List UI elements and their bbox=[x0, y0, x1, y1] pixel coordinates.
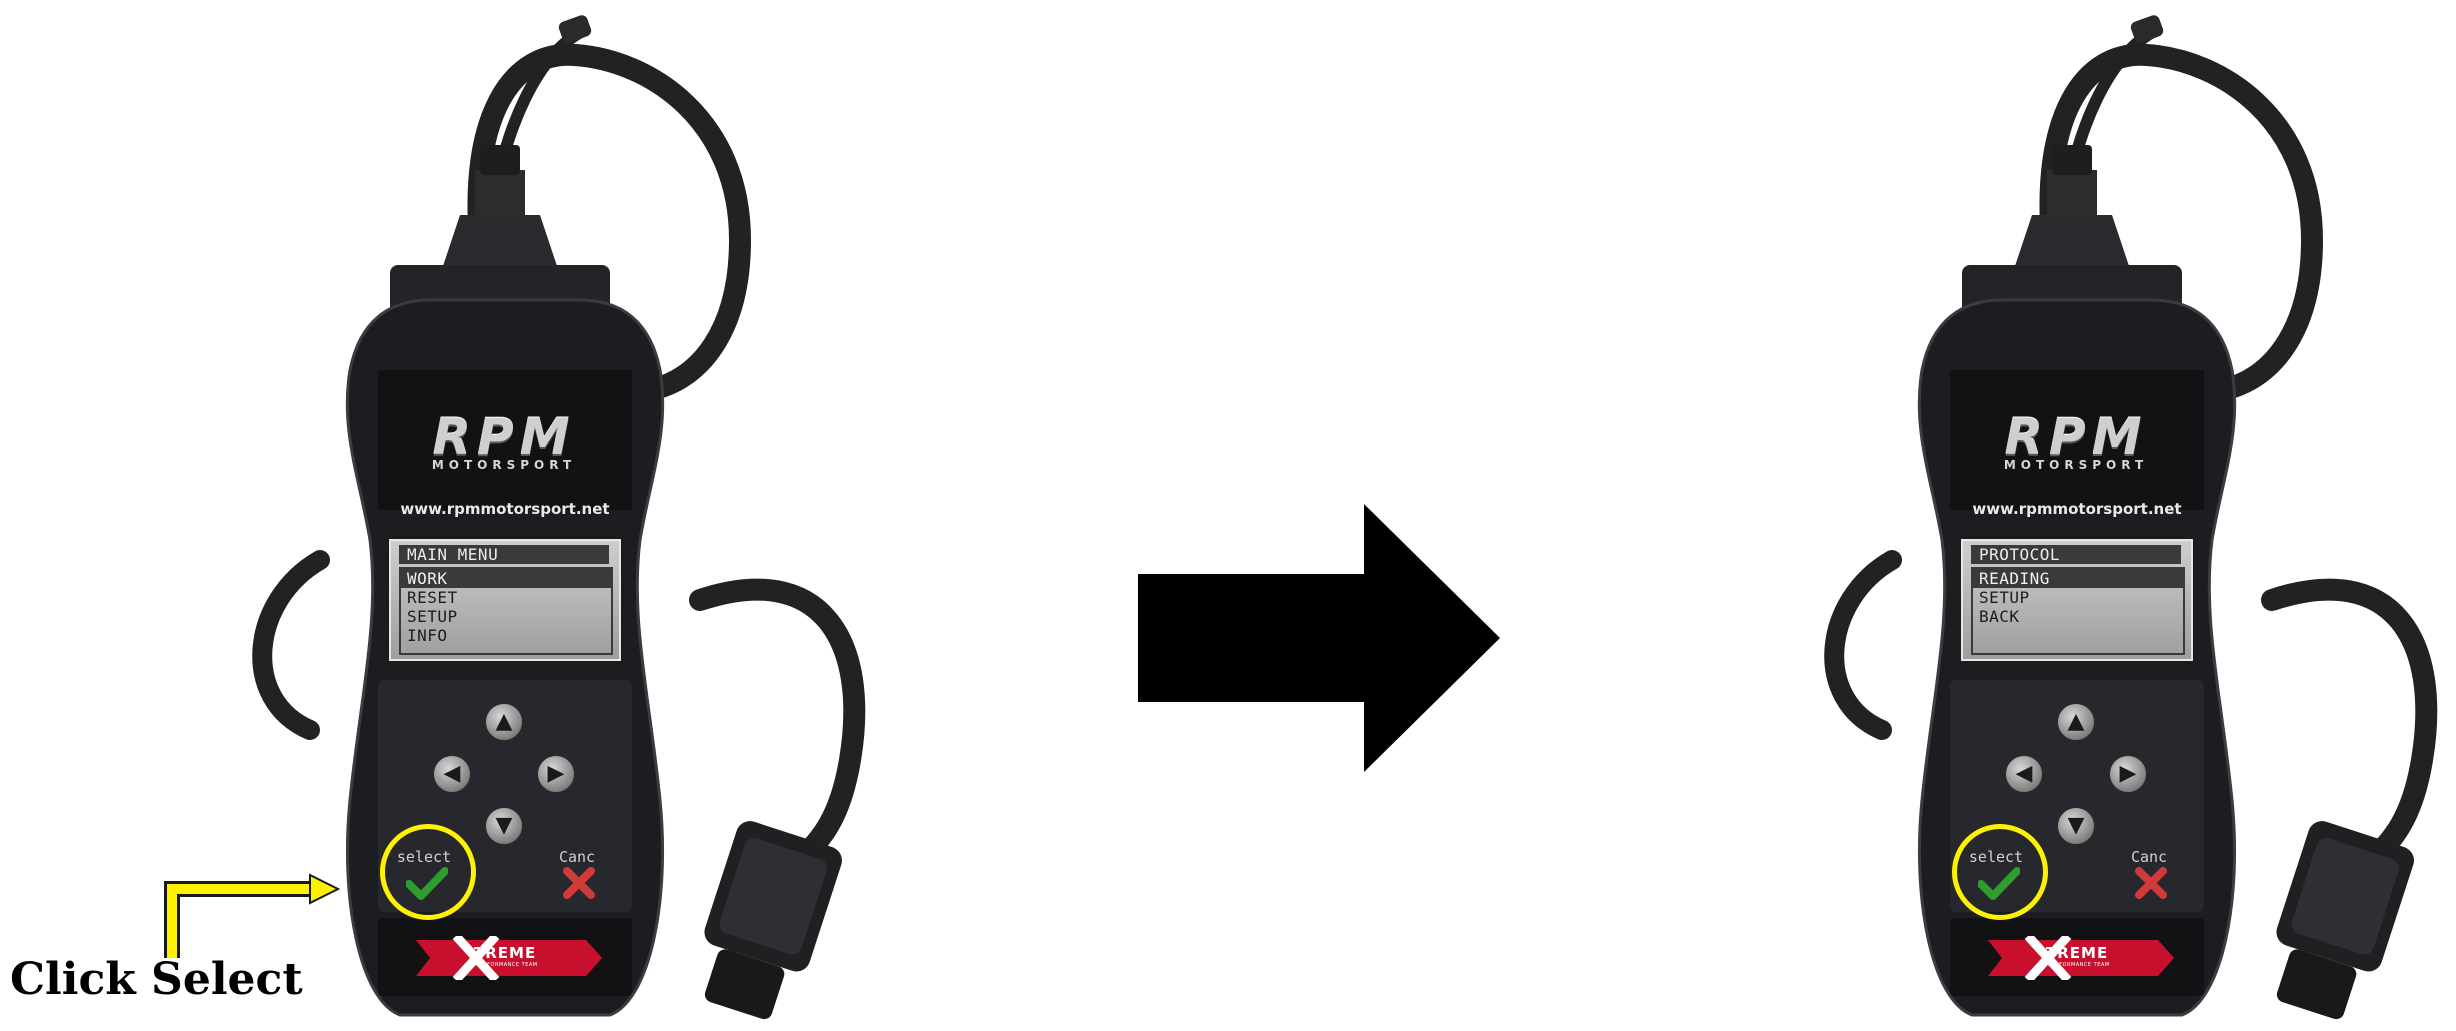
menu-item-info[interactable]: INFO bbox=[401, 626, 611, 645]
select-highlight-ring bbox=[380, 824, 476, 920]
menu-item-setup[interactable]: SETUP bbox=[401, 607, 611, 626]
left-arrow-button[interactable]: ◀ bbox=[2004, 754, 2044, 794]
motorsport-logo-text: MOTORSPORT bbox=[398, 458, 610, 472]
screen-menu-list: WORK RESET SETUP INFO bbox=[399, 567, 613, 655]
lcd-screen: PROTOCOL READING SETUP BACK bbox=[1958, 536, 2196, 664]
xtreme-logo-subtext: PERFORMANCE TEAM bbox=[476, 962, 538, 968]
rpm-logo: RPM bbox=[1970, 412, 2182, 462]
right-arrow-icon bbox=[1138, 504, 1500, 772]
menu-item-setup[interactable]: SETUP bbox=[1973, 588, 2183, 607]
down-arrow-button[interactable]: ▼ bbox=[2056, 806, 2096, 846]
menu-item-back[interactable]: BACK bbox=[1973, 607, 2183, 626]
up-arrow-button[interactable]: ▲ bbox=[2056, 702, 2096, 742]
xtreme-logo-text: TREME bbox=[474, 944, 536, 962]
lcd-screen: MAIN MENU WORK RESET SETUP INFO bbox=[386, 536, 624, 664]
left-arrow-button[interactable]: ◀ bbox=[432, 754, 472, 794]
arrow-down-icon: ▼ bbox=[2058, 808, 2094, 844]
screen-title: PROTOCOL bbox=[1971, 545, 2181, 564]
x-icon[interactable] bbox=[2134, 866, 2168, 900]
arrow-down-icon: ▼ bbox=[486, 808, 522, 844]
arrow-right-icon: ▶ bbox=[2110, 756, 2146, 792]
arrow-up-icon: ▲ bbox=[486, 704, 522, 740]
arrow-left-icon: ◀ bbox=[2006, 756, 2042, 792]
menu-item-reading[interactable]: READING bbox=[1973, 569, 2183, 588]
menu-item-work[interactable]: WORK bbox=[401, 569, 611, 588]
motorsport-logo-text: MOTORSPORT bbox=[1970, 458, 2182, 472]
down-arrow-button[interactable]: ▼ bbox=[484, 806, 524, 846]
menu-item-reset[interactable]: RESET bbox=[401, 588, 611, 607]
arrow-up-icon: ▲ bbox=[2058, 704, 2094, 740]
right-arrow-button[interactable]: ▶ bbox=[536, 754, 576, 794]
website-url: www.rpmmotorsport.net bbox=[380, 500, 630, 518]
xtreme-logo-text: TREME bbox=[2046, 944, 2108, 962]
xtreme-logo-subtext: PERFORMANCE TEAM bbox=[2048, 962, 2110, 968]
obd-device-protocol: RPM MOTORSPORT www.rpmmotorsport.net PRO… bbox=[1752, 0, 2456, 1031]
arrow-left-icon: ◀ bbox=[434, 756, 470, 792]
up-arrow-button[interactable]: ▲ bbox=[484, 702, 524, 742]
arrow-right-icon: ▶ bbox=[538, 756, 574, 792]
rpm-logo: RPM bbox=[398, 412, 610, 462]
screen-title: MAIN MENU bbox=[399, 545, 609, 564]
screen-menu-list: READING SETUP BACK bbox=[1971, 567, 2185, 655]
bent-arrow-icon bbox=[160, 865, 350, 960]
click-select-caption: Click Select bbox=[10, 954, 303, 1005]
website-url: www.rpmmotorsport.net bbox=[1952, 500, 2202, 518]
x-icon[interactable] bbox=[562, 866, 596, 900]
cancel-label: Canc bbox=[2124, 848, 2174, 866]
select-highlight-ring bbox=[1952, 824, 2048, 920]
right-arrow-button[interactable]: ▶ bbox=[2108, 754, 2148, 794]
cancel-label: Canc bbox=[552, 848, 602, 866]
